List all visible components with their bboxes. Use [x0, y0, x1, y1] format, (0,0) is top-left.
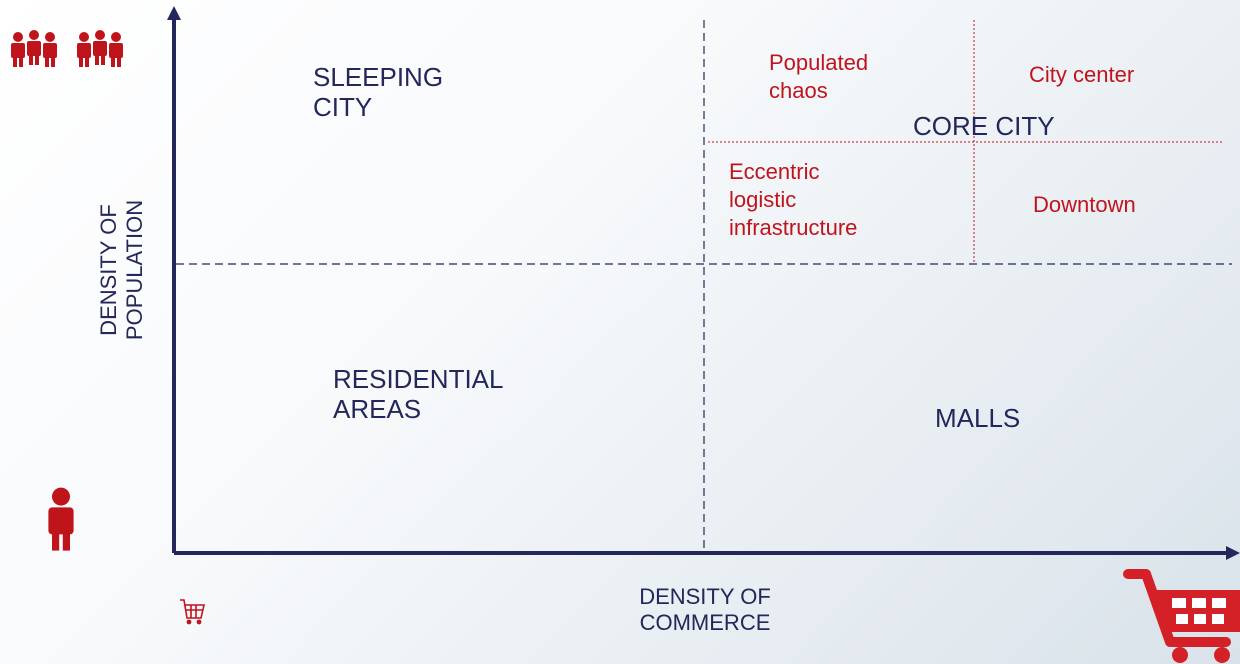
quadrant-residential-areas-line2: AREAS [333, 394, 422, 424]
y-axis-title: DENSITY OF POPULATION [96, 200, 148, 340]
large-cart-icon [1123, 569, 1240, 663]
y-axis-arrow [167, 6, 181, 20]
quadrant-core-city: CORE CITY [913, 111, 1055, 141]
zone-eccentric-line2: logistic [729, 187, 797, 212]
zone-populated-chaos-line2: chaos [769, 78, 828, 103]
x-axis-arrow [1226, 546, 1240, 560]
quadrant-residential-areas-line1: RESIDENTIAL [333, 364, 504, 394]
y-axis-title-line2: POPULATION [122, 199, 147, 341]
y-axis-title-line1: DENSITY OF [96, 204, 121, 336]
small-cart-icon [180, 599, 206, 625]
zone-eccentric-logistic-infrastructure: Eccentric logistic infrastructure [729, 158, 857, 242]
quadrant-residential-areas: RESIDENTIAL AREAS [333, 364, 504, 424]
x-axis-title-line1: DENSITY OF [639, 584, 771, 609]
person-icon [48, 487, 74, 551]
zone-eccentric-line1: Eccentric [729, 159, 820, 184]
x-axis-title: DENSITY OF COMMERCE [600, 584, 810, 636]
quadrant-sleeping-city-line2: CITY [313, 92, 373, 122]
zone-city-center: City center [1029, 62, 1135, 87]
zone-populated-chaos-line1: Populated [769, 50, 869, 75]
quadrant-sleeping-city-line1: SLEEPING [313, 62, 444, 92]
x-axis-title-line2: COMMERCE [639, 610, 771, 635]
quadrant-malls: MALLS [935, 403, 1021, 433]
quadrant-sleeping-city: SLEEPING CITY [313, 62, 443, 122]
zone-eccentric-line3: infrastructure [729, 215, 858, 240]
zone-downtown: Downtown [1033, 192, 1136, 217]
zone-populated-chaos: Populated chaos [769, 49, 868, 105]
crowd-icon [11, 30, 123, 67]
